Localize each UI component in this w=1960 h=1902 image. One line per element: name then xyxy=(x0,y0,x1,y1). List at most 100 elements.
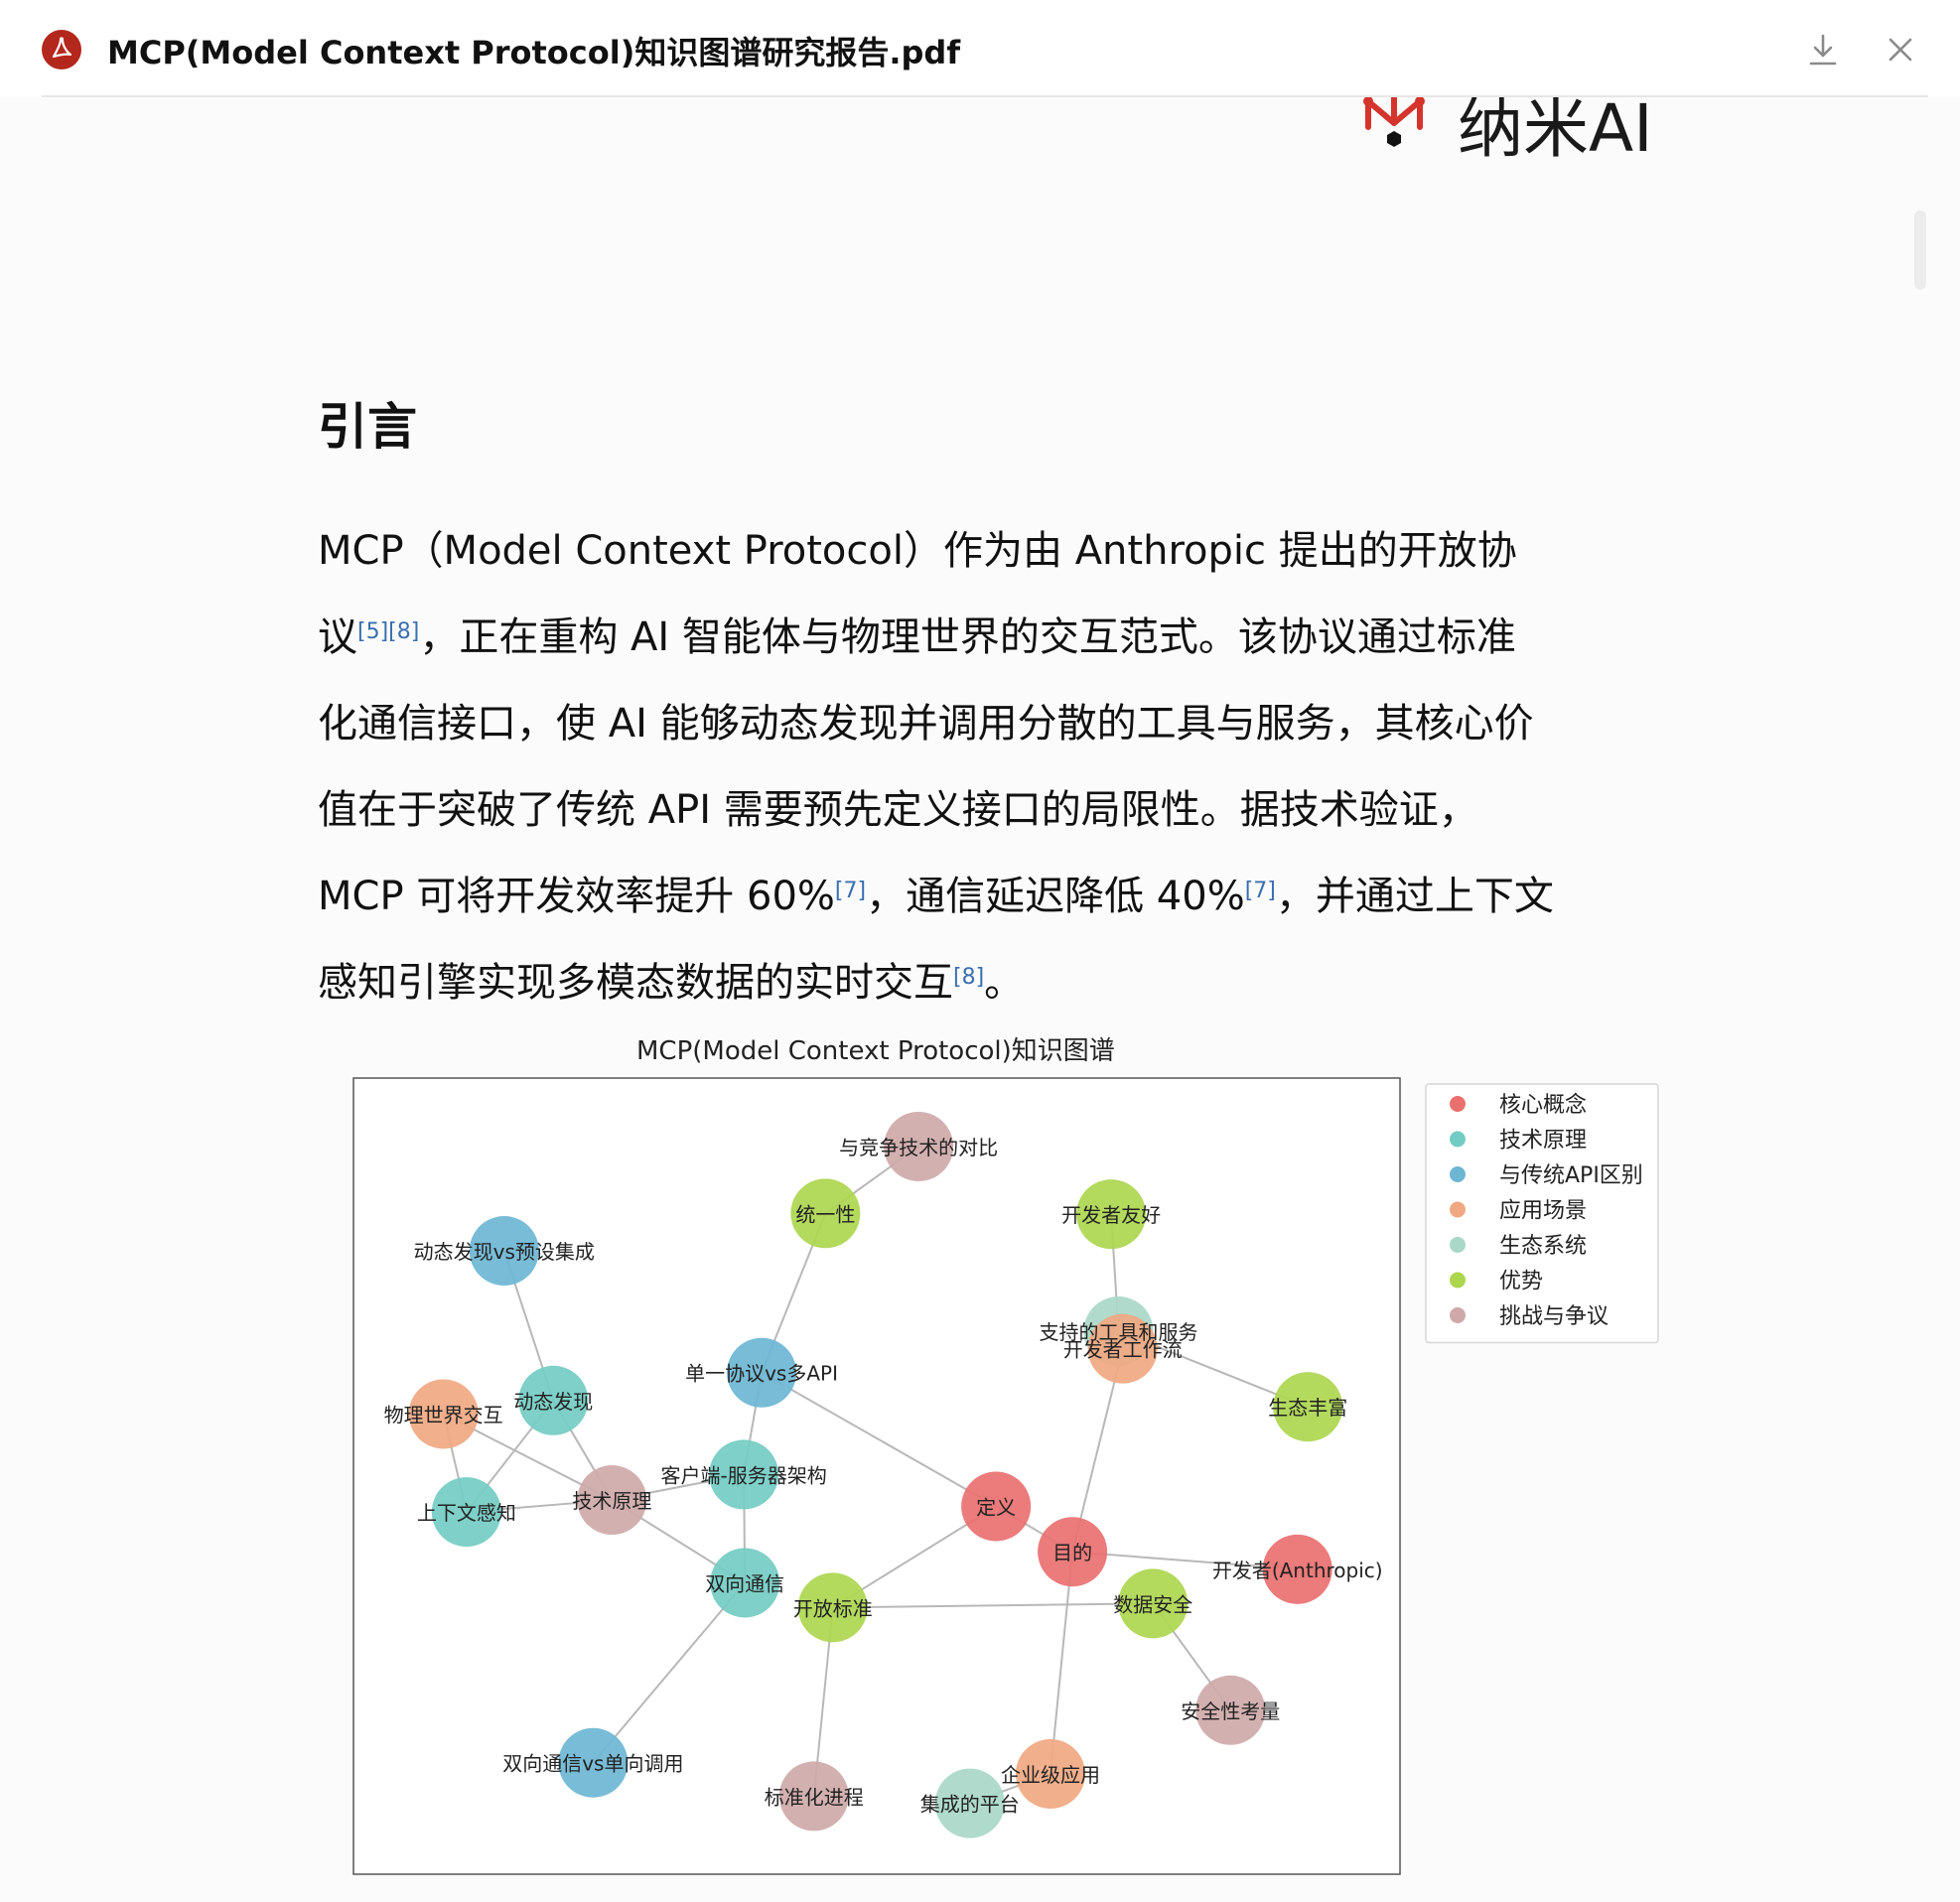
graph-node xyxy=(518,1365,589,1435)
scrollbar-thumb[interactable] xyxy=(1914,210,1926,290)
graph-node xyxy=(558,1727,629,1798)
graph-node-label: 双向通信vs单向调用 xyxy=(502,1752,683,1776)
graph-node-label: 客户端-服务器架构 xyxy=(661,1463,827,1487)
graph-node-label: 定义 xyxy=(976,1495,1016,1519)
graph-node-label: 集成的平台 xyxy=(920,1793,1020,1817)
legend-label: 核心概念 xyxy=(1499,1093,1587,1118)
graph-node-label: 双向通信 xyxy=(705,1571,784,1595)
legend-swatch xyxy=(1450,1237,1466,1253)
close-icon xyxy=(1889,38,1912,62)
graph-edge xyxy=(832,1602,1154,1609)
graph-node-label: 企业级应用 xyxy=(1001,1763,1100,1787)
paragraph-line: 值在于突破了传统 API 需要预先定义接口的局限性。据技术验证， xyxy=(318,767,1648,854)
graph-node-label: 支持的工具和服务 xyxy=(1039,1320,1197,1344)
graph-node xyxy=(709,1439,779,1510)
graph-node-label: 与竞争技术的对比 xyxy=(839,1136,998,1159)
graph-node xyxy=(1118,1568,1189,1639)
graph-node xyxy=(727,1337,797,1408)
section-heading: 引言 xyxy=(318,398,417,456)
download-icon xyxy=(1809,34,1837,66)
paragraph-text: ，通信延迟降低 40% xyxy=(866,874,1245,919)
graph-node xyxy=(431,1477,501,1548)
legend-label: 优势 xyxy=(1499,1270,1543,1294)
paragraph-text: 化通信接口，使 AI 能够动态发现并调用分散的工具与服务，其核心价 xyxy=(318,701,1534,747)
graph-edge xyxy=(592,1581,746,1764)
graph-node-label: 上下文感知 xyxy=(417,1501,516,1525)
paragraph-line: MCP（Model Context Protocol）作为由 Anthropic… xyxy=(318,508,1648,595)
legend-swatch xyxy=(1450,1131,1466,1148)
logo-text: 纳米AI xyxy=(1458,97,1653,167)
graph-nodes xyxy=(408,1111,1343,1838)
graph-edge xyxy=(761,1371,997,1508)
legend-label: 生态系统 xyxy=(1499,1234,1587,1259)
graph-node-label: 单一协议vs多API xyxy=(685,1362,838,1386)
citation-link[interactable]: [7] xyxy=(834,879,867,903)
paragraph-line: 化通信接口，使 AI 能够动态发现并调用分散的工具与服务，其核心价 xyxy=(318,681,1648,767)
graph-node xyxy=(469,1216,539,1287)
graph-node xyxy=(1262,1534,1332,1604)
paragraph-text: 议 xyxy=(318,614,357,660)
graph-node-label: 统一性 xyxy=(795,1202,855,1226)
graph-node-label: 开放标准 xyxy=(793,1596,873,1620)
intro-paragraph: MCP（Model Context Protocol）作为由 Anthropic… xyxy=(318,508,1648,1026)
graph-node-label: 开发者(Anthropic) xyxy=(1212,1559,1383,1582)
close-button[interactable] xyxy=(1883,32,1918,68)
paragraph-line: MCP 可将开发效率提升 60%[7]，通信延迟降低 40%[7]，并通过上下文 xyxy=(318,854,1648,940)
legend-label: 应用场景 xyxy=(1499,1199,1587,1224)
graph-node-label: 目的 xyxy=(1052,1541,1092,1564)
graph-node xyxy=(778,1761,849,1832)
nano-ai-logo-icon xyxy=(1363,97,1425,147)
graph-node xyxy=(577,1465,647,1536)
paragraph-text: MCP（Model Context Protocol）作为由 Anthropic… xyxy=(318,528,1517,574)
graph-edge xyxy=(1072,1551,1298,1570)
download-button[interactable] xyxy=(1805,30,1841,69)
legend-swatch xyxy=(1450,1307,1466,1323)
paragraph-line: 感知引擎实现多模态数据的实时交互[8]。 xyxy=(318,940,1648,1026)
graph-node xyxy=(1195,1675,1266,1745)
graph-node-label: 数据安全 xyxy=(1113,1592,1192,1616)
graph-node xyxy=(1076,1179,1147,1250)
graph-node xyxy=(961,1471,1032,1542)
graph-node xyxy=(1038,1517,1108,1587)
paragraph-line: 议[5][8]，正在重构 AI 智能体与物理世界的交互范式。该协议通过标准 xyxy=(318,595,1648,681)
knowledge-graph-svg: 与竞争技术的对比统一性开发者友好动态发现vs预设集成支持的工具和服务开发者工作流… xyxy=(352,1077,1659,1875)
graph-node-label: 安全性考量 xyxy=(1181,1699,1280,1723)
graph-node-label: 动态发现 xyxy=(513,1390,593,1414)
legend-label: 技术原理 xyxy=(1499,1129,1587,1154)
graph-node-label: 生态丰富 xyxy=(1268,1396,1347,1420)
graph-node xyxy=(797,1572,868,1643)
graph-node xyxy=(1015,1738,1085,1809)
graph-node xyxy=(790,1178,861,1249)
header-divider xyxy=(42,95,1928,97)
graph-node-label: 开发者友好 xyxy=(1061,1203,1161,1227)
paragraph-text: 。 xyxy=(984,960,1025,1006)
legend-swatch xyxy=(1450,1201,1466,1218)
graph-node-label: 动态发现vs预设集成 xyxy=(414,1240,595,1264)
citation-link[interactable]: [7] xyxy=(1244,879,1276,903)
legend-label: 挑战与争议 xyxy=(1499,1304,1609,1329)
legend-frame xyxy=(1425,1083,1659,1344)
legend-label: 与传统API区别 xyxy=(1499,1163,1643,1188)
paragraph-text: MCP 可将开发效率提升 60% xyxy=(318,874,835,919)
paragraph-text: 感知引擎实现多模态数据的实时交互 xyxy=(318,960,953,1006)
graph-edge xyxy=(1049,1552,1074,1775)
acrobat-pdf-icon xyxy=(42,30,81,69)
pdf-page: 纳米AI 引言 MCP（Model Context Protocol）作为由 A… xyxy=(0,97,1960,1902)
document-title: MCP(Model Context Protocol)知识图谱研究报告.pdf xyxy=(107,34,961,71)
legend-swatch xyxy=(1450,1096,1466,1112)
graph-node xyxy=(1273,1372,1343,1442)
citation-link[interactable]: [5][8] xyxy=(357,619,420,644)
citation-link[interactable]: [8] xyxy=(953,965,985,990)
graph-edge xyxy=(1071,1348,1124,1553)
graph-node xyxy=(934,1768,1005,1838)
paragraph-text: ，正在重构 AI 智能体与物理世界的交互范式。该协议通过标准 xyxy=(419,614,1516,660)
knowledge-graph-chart: 与竞争技术的对比统一性开发者友好动态发现vs预设集成支持的工具和服务开发者工作流… xyxy=(350,1074,1662,1878)
legend-swatch xyxy=(1450,1272,1466,1289)
graph-node xyxy=(710,1548,780,1618)
pdf-viewer-header: MCP(Model Context Protocol)知识图谱研究报告.pdf xyxy=(0,0,1960,97)
nano-ai-logo: 纳米AI xyxy=(1360,97,1658,167)
graph-node-label: 技术原理 xyxy=(572,1489,651,1513)
legend-swatch xyxy=(1450,1166,1466,1182)
graph-node xyxy=(884,1111,954,1181)
